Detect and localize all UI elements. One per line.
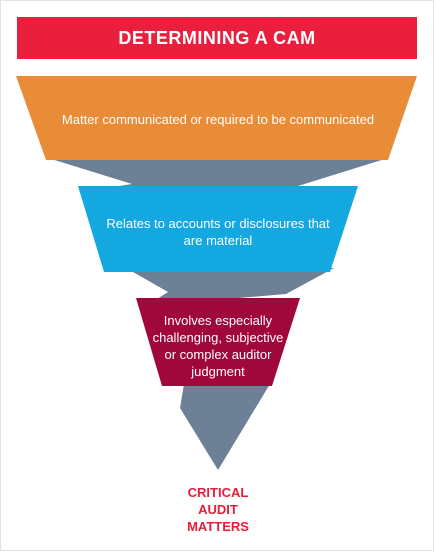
result-line-3: MATTERS bbox=[187, 519, 249, 534]
connector-3-result bbox=[180, 384, 270, 470]
result-label: CRITICAL AUDIT MATTERS bbox=[168, 484, 268, 535]
diagram-title: DETERMINING A CAM bbox=[118, 27, 316, 48]
connector-1-2 bbox=[48, 158, 388, 192]
stage-2-band bbox=[78, 186, 358, 272]
stage-2-label: Relates to accounts or disclosures that … bbox=[106, 216, 330, 248]
result-line-1: CRITICAL bbox=[187, 485, 249, 500]
title-banner: DETERMINING A CAM bbox=[17, 17, 417, 59]
stage-3-label: Involves especially challenging, subject… bbox=[152, 313, 284, 379]
stage-1-label: Matter communicated or required to be co… bbox=[61, 111, 375, 127]
stage-1-band bbox=[16, 76, 417, 160]
result-line-2: AUDIT bbox=[198, 502, 238, 517]
connector-2-3 bbox=[126, 268, 334, 306]
stage-3-band bbox=[136, 298, 300, 386]
